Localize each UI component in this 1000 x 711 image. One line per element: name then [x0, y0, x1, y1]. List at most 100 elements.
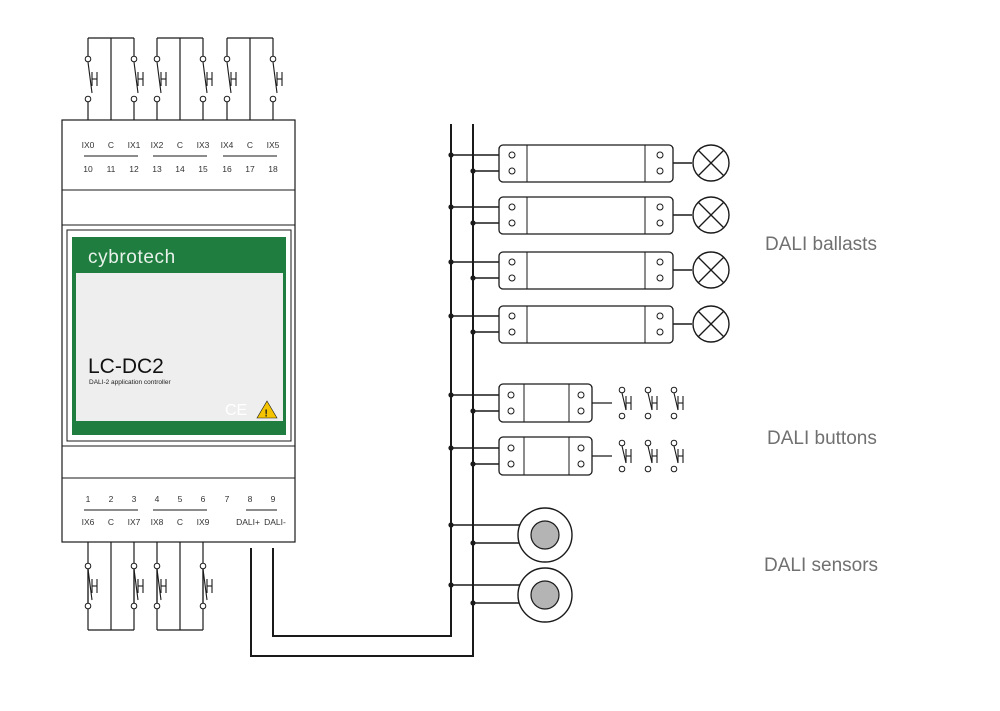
terminal-name: C: [108, 140, 114, 150]
contact-dot: [153, 562, 161, 570]
contact-dot: [199, 562, 207, 570]
junction-dot: [448, 259, 454, 265]
contact-dot: [84, 95, 92, 103]
terminal-name: DALI+: [236, 517, 260, 527]
switch-group: [153, 542, 213, 631]
dali-ballast: [448, 305, 730, 344]
switch-group: [153, 37, 213, 120]
dali-sensor-group: [448, 507, 573, 623]
ballast-body: [498, 305, 674, 344]
terminal-name: IX2: [151, 140, 164, 150]
bottom-terminal-names: IX6 C IX7 IX8 C IX9 DALI+ DALI-: [82, 517, 286, 527]
contact-dot: [199, 55, 207, 63]
terminal-name: DALI-: [264, 517, 286, 527]
terminal-name: IX1: [128, 140, 141, 150]
terminal-number: 3: [132, 494, 137, 504]
contact-dot: [199, 602, 207, 610]
push-button-icon: [84, 562, 98, 610]
push-button-icon: [618, 439, 632, 473]
sensor-lens: [530, 580, 560, 610]
terminal-number: 1: [86, 494, 91, 504]
junction-dot: [470, 540, 476, 546]
bottom-terminal-numbers: 1 2 3 4 5 6 7 8 9: [86, 494, 276, 504]
push-button-icon: [130, 562, 144, 610]
contact-blade: [202, 61, 208, 94]
push-button-icon: [130, 55, 144, 103]
terminal-name: IX8: [151, 517, 164, 527]
contact-blade: [133, 568, 139, 601]
push-button-icon: [644, 439, 658, 473]
terminal-dot: [656, 151, 664, 159]
contact-blade: [272, 61, 278, 94]
top-terminal-names: IX0 C IX1 IX2 C IX3 IX4 C IX5: [82, 140, 280, 150]
terminal-dot: [508, 203, 516, 211]
lamp-icon: [692, 196, 730, 234]
junction-dot: [470, 600, 476, 606]
contact-dot: [644, 465, 652, 473]
contact-dot: [670, 439, 678, 447]
contact-dot: [130, 95, 138, 103]
junction-dot: [470, 220, 476, 226]
dali-sensor: [448, 507, 573, 563]
lamp-cross: [697, 149, 725, 177]
dali-sensor: [448, 567, 573, 623]
contact-dot: [618, 412, 626, 420]
push-button-icon: [618, 386, 632, 420]
junction-dot: [448, 152, 454, 158]
push-button-icon: [223, 55, 237, 103]
terminal-dot: [656, 274, 664, 282]
dali-bus-wiring: [250, 124, 474, 657]
terminal-number: 2: [109, 494, 114, 504]
contact-blade: [647, 392, 653, 411]
terminal-dot: [656, 203, 664, 211]
label-dali-buttons: DALI buttons: [767, 428, 877, 449]
push-button-icon: [153, 562, 167, 610]
model-description: DALI-2 application controller: [89, 379, 171, 386]
contact-dot: [670, 412, 678, 420]
terminal-dot: [508, 219, 516, 227]
switch-group: [84, 37, 144, 120]
junction-dot: [470, 275, 476, 281]
terminal-number: 11: [107, 164, 116, 174]
terminal-name: IX7: [128, 517, 141, 527]
terminal-number: 17: [245, 164, 255, 174]
terminal-dot: [656, 167, 664, 175]
dali-ballast: [448, 196, 730, 235]
top-switch-groups: [84, 37, 283, 120]
terminal-name: IX0: [82, 140, 95, 150]
terminal-dot: [507, 460, 515, 468]
contact-dot: [644, 386, 652, 394]
contact-dot: [153, 55, 161, 63]
push-button-icon: [670, 386, 684, 420]
contact-blade: [202, 568, 208, 601]
contact-dot: [223, 95, 231, 103]
dali-button-module: [448, 436, 684, 476]
contact-dot: [618, 465, 626, 473]
contact-blade: [673, 392, 679, 411]
contact-blade: [87, 568, 93, 601]
push-button-icon: [644, 386, 658, 420]
contact-dot: [269, 95, 277, 103]
contact-blade: [647, 445, 653, 464]
junction-dot: [448, 313, 454, 319]
terminal-name: IX6: [82, 517, 95, 527]
contact-blade: [133, 61, 139, 94]
contact-blade: [621, 392, 627, 411]
terminal-dot: [656, 312, 664, 320]
terminal-number: 18: [268, 164, 278, 174]
push-button-icon: [269, 55, 283, 103]
terminal-dot: [656, 328, 664, 336]
contact-dot: [84, 55, 92, 63]
terminal-number: 7: [225, 494, 230, 504]
svg-text:!: !: [265, 409, 268, 420]
terminal-dot: [577, 444, 585, 452]
terminal-number: 16: [222, 164, 232, 174]
junction-dot: [448, 522, 454, 528]
bottom-switch-groups: [84, 542, 213, 631]
terminal-dot: [507, 391, 515, 399]
terminal-name: C: [177, 517, 183, 527]
junction-dot: [470, 168, 476, 174]
junction-dot: [448, 445, 454, 451]
junction-dot: [470, 408, 476, 414]
lamp-cross: [697, 310, 725, 338]
